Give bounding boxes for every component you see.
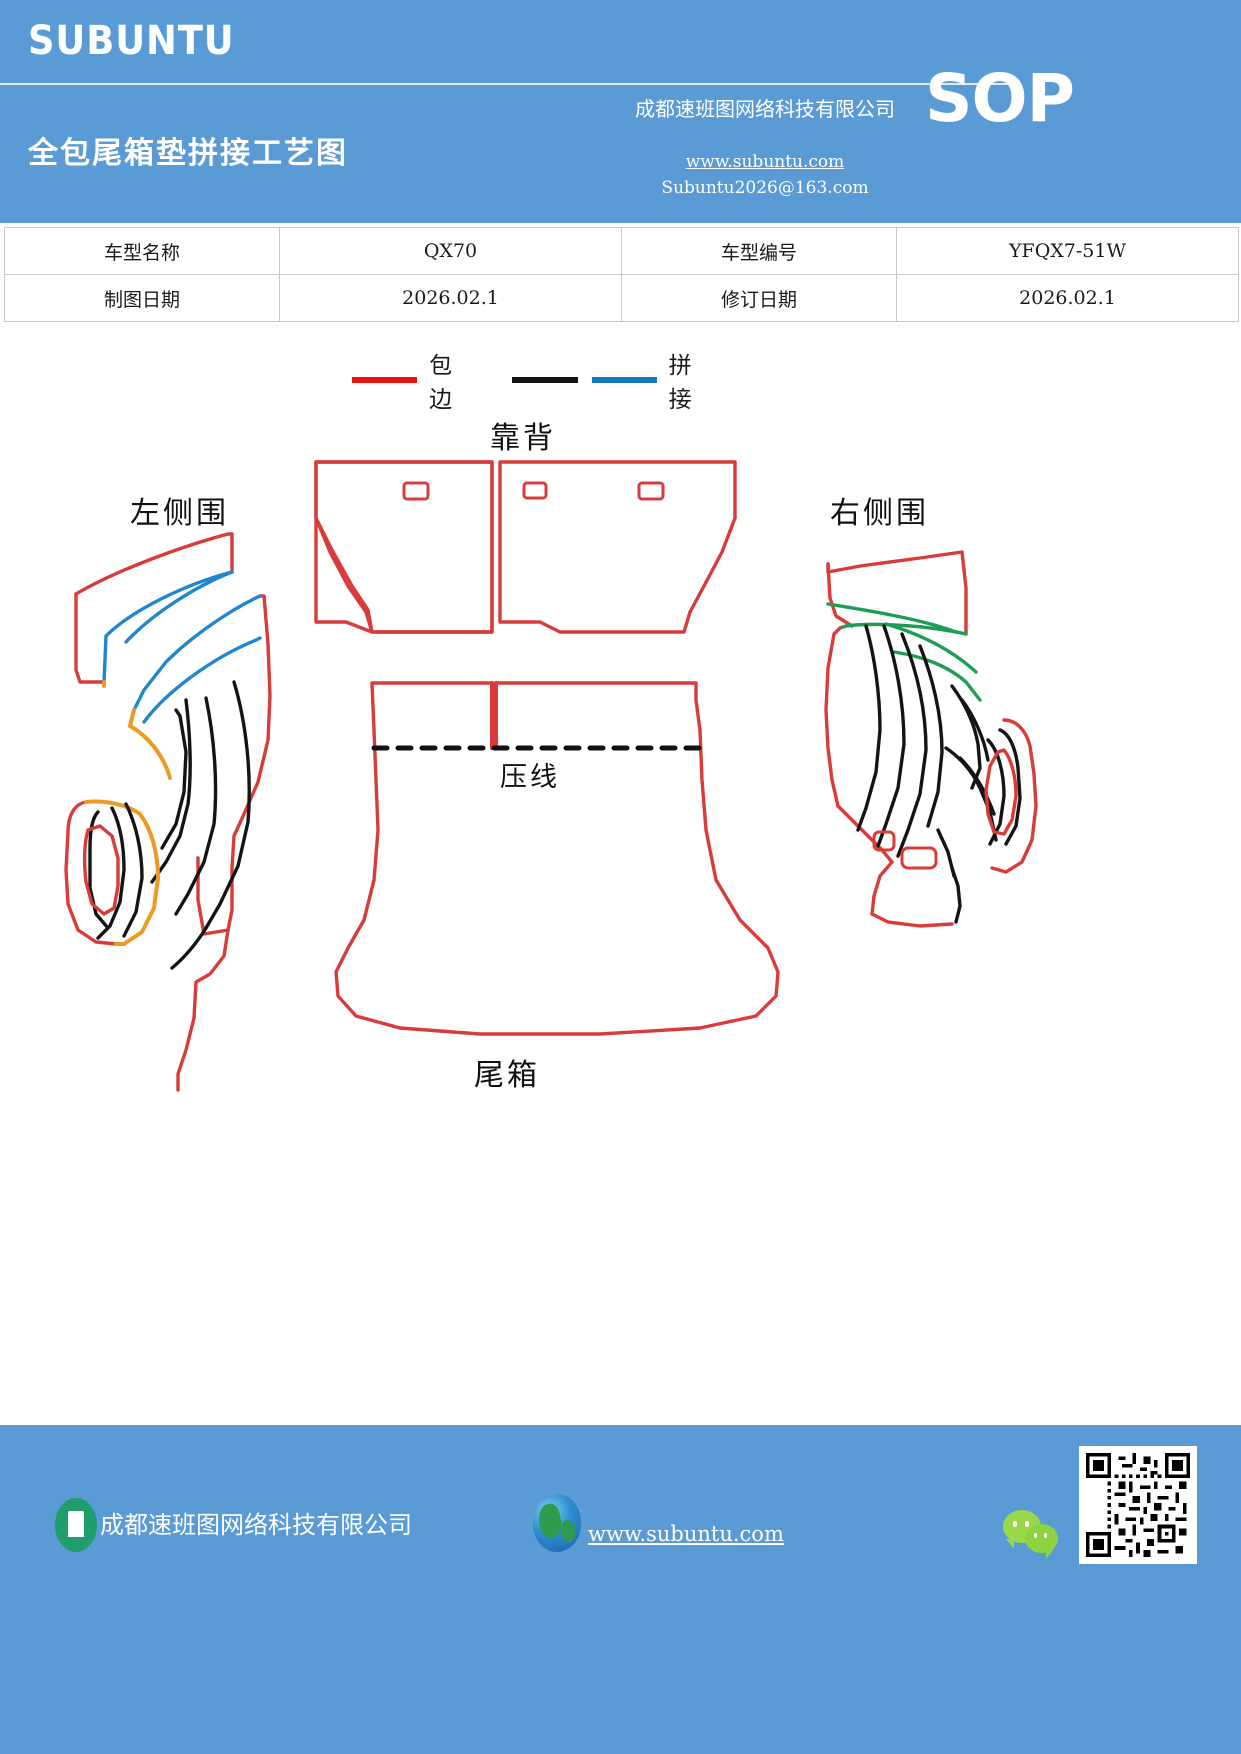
label-trunk: 尾箱	[474, 1059, 540, 1092]
table-row: 车型名称 QX70 车型编号 YFQX7-51W	[4, 227, 1239, 275]
left-side-panel	[64, 532, 272, 1092]
wechat-eye	[1013, 1521, 1017, 1527]
backrest-left-panel	[314, 460, 494, 634]
legend-label-binding: 包边	[429, 353, 453, 412]
legend-label-seam: 拼接	[668, 353, 692, 412]
cell-draw-date-value: 2026.02.1	[279, 274, 622, 322]
cell-draw-date-label: 制图日期	[4, 274, 280, 322]
header-website-link[interactable]: www.subuntu.com	[685, 152, 845, 172]
wechat-eye	[1025, 1521, 1029, 1527]
label-left-side-panel: 左侧围	[130, 497, 229, 530]
wechat-eye	[1034, 1533, 1037, 1538]
legend-swatch-seam-black	[512, 377, 578, 383]
label-backrest: 靠背	[490, 422, 556, 455]
legend-swatch-seam-blue	[591, 377, 657, 383]
wechat-icon	[1003, 1510, 1075, 1562]
label-right-side-panel: 右侧围	[830, 497, 929, 530]
cell-model-code-value: YFQX7-51W	[896, 227, 1239, 275]
page-footer	[0, 1425, 1241, 1754]
page-title: 全包尾箱垫拼接工艺图	[28, 137, 348, 170]
backrest-right-panel	[498, 460, 737, 634]
label-crease-line: 压线	[500, 762, 560, 792]
table-row: 制图日期 2026.02.1 修订日期 2026.02.1	[4, 274, 1239, 322]
technical-drawing: 左侧围 右侧围 靠背 压线 尾箱	[0, 400, 1241, 1120]
cell-revise-date-label: 修订日期	[621, 274, 897, 322]
footer-website-link[interactable]: www.subuntu.com	[588, 1522, 784, 1546]
right-side-panel	[824, 550, 1038, 928]
legend: 包边 拼接	[352, 353, 752, 412]
brand-logo: SUBUNTU	[28, 18, 235, 64]
footer-company-name: 成都速班图网络科技有限公司	[100, 1513, 412, 1539]
page-header: SUBUNTU 全包尾箱垫拼接工艺图 SOP 成都速班图网络科技有限公司 www…	[0, 0, 1241, 223]
globe-icon	[533, 1494, 581, 1552]
sop-badge: SOP	[925, 60, 1075, 137]
cell-model-code-label: 车型编号	[621, 227, 897, 275]
cell-model-name-value: QX70	[279, 227, 622, 275]
cell-revise-date-value: 2026.02.1	[896, 274, 1239, 322]
header-company-name: 成都速班图网络科技有限公司	[635, 99, 895, 121]
building-icon-window	[68, 1513, 84, 1537]
trunk-mat-outline	[334, 681, 780, 1036]
qr-code[interactable]	[1079, 1446, 1197, 1564]
header-email: Subuntu2026@163.com	[661, 178, 869, 198]
wechat-bubble-small	[1025, 1524, 1058, 1559]
vehicle-info-table: 车型名称 QX70 车型编号 YFQX7-51W 制图日期 2026.02.1 …	[4, 227, 1239, 322]
legend-swatch-binding	[352, 377, 418, 383]
header-divider	[0, 83, 1010, 85]
wechat-eye	[1044, 1533, 1047, 1538]
cell-model-name-label: 车型名称	[4, 227, 280, 275]
